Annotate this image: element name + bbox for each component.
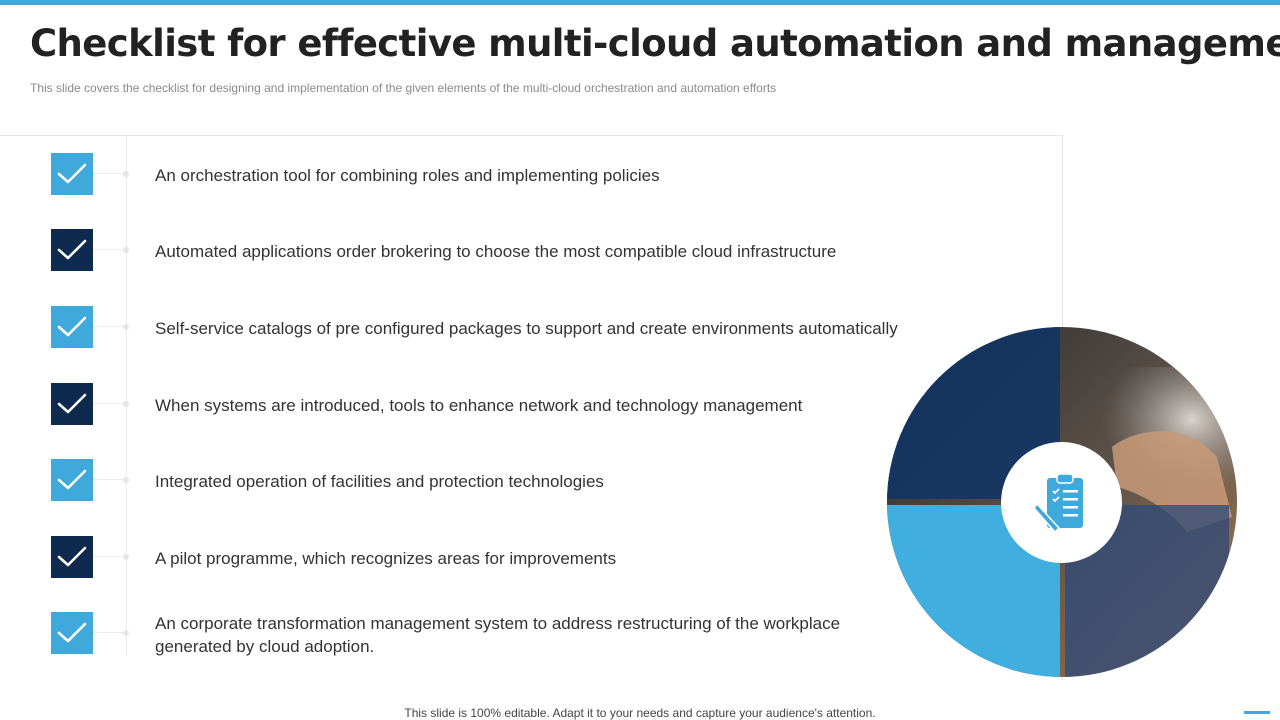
check-box bbox=[51, 153, 93, 195]
checkmark-icon bbox=[57, 546, 87, 567]
checklist-item-text: An orchestration tool for combining role… bbox=[155, 166, 660, 185]
checkmark-icon bbox=[57, 239, 87, 260]
checklist-item-text: When systems are introduced, tools to en… bbox=[155, 396, 803, 415]
checkmark-icon bbox=[57, 469, 87, 490]
page-subtitle: This slide covers the checklist for desi… bbox=[30, 81, 777, 95]
connector-line bbox=[93, 556, 127, 557]
checklist-item-text: An corporate transformation management s… bbox=[155, 614, 841, 656]
checklist-item: When systems are introduced, tools to en… bbox=[0, 383, 1000, 427]
center-badge bbox=[1001, 442, 1122, 563]
connector-line bbox=[93, 173, 127, 174]
checklist-item: An orchestration tool for combining role… bbox=[0, 153, 1000, 197]
footer-note: This slide is 100% editable. Adapt it to… bbox=[404, 706, 876, 720]
timeline-dot bbox=[123, 401, 129, 407]
checklist-item-text: A pilot programme, which recognizes area… bbox=[155, 549, 617, 568]
connector-line bbox=[93, 326, 127, 327]
check-box bbox=[51, 536, 93, 578]
check-box bbox=[51, 612, 93, 654]
checklist-item-text: Self-service catalogs of pre configured … bbox=[155, 319, 898, 338]
checklist-item: Automated applications order brokering t… bbox=[0, 229, 1000, 273]
checkmark-icon bbox=[57, 393, 87, 414]
checklist-item-text: Integrated operation of facilities and p… bbox=[155, 472, 604, 491]
checklist-item: An corporate transformation management s… bbox=[0, 612, 1000, 656]
check-box bbox=[51, 306, 93, 348]
hands-on-laptop-photo bbox=[887, 327, 1237, 677]
connector-line bbox=[93, 249, 127, 250]
footer-accent-bar bbox=[1244, 711, 1270, 714]
checklist-item-text: Automated applications order brokering t… bbox=[155, 242, 837, 261]
connector-line bbox=[93, 403, 127, 404]
circular-photo bbox=[887, 327, 1237, 677]
timeline-line bbox=[126, 136, 127, 656]
timeline-dot bbox=[123, 630, 129, 636]
checklist-item: Self-service catalogs of pre configured … bbox=[0, 306, 1000, 350]
checkmark-icon bbox=[57, 622, 87, 643]
checklist-item: A pilot programme, which recognizes area… bbox=[0, 536, 1000, 580]
checkmark-icon bbox=[57, 163, 87, 184]
checklist-item: Integrated operation of facilities and p… bbox=[0, 459, 1000, 503]
timeline-dot bbox=[123, 171, 129, 177]
clipboard-checklist-icon bbox=[1032, 472, 1083, 533]
top-accent-bar bbox=[0, 0, 1280, 5]
checkmark-icon bbox=[57, 316, 87, 337]
connector-line bbox=[93, 632, 127, 633]
timeline-dot bbox=[123, 247, 129, 253]
check-box bbox=[51, 229, 93, 271]
page-title: Checklist for effective multi-cloud auto… bbox=[30, 22, 1280, 65]
timeline-dot bbox=[123, 554, 129, 560]
check-box bbox=[51, 383, 93, 425]
connector-line bbox=[93, 479, 127, 480]
timeline-dot bbox=[123, 324, 129, 330]
timeline-dot bbox=[123, 477, 129, 483]
check-box bbox=[51, 459, 93, 501]
